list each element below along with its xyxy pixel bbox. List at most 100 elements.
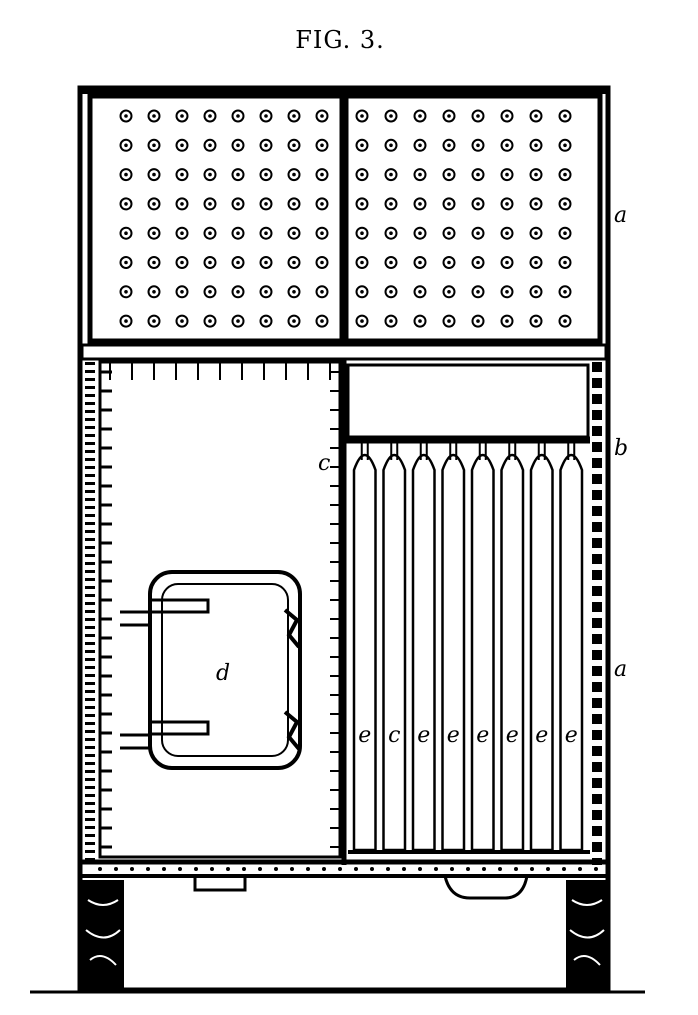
perforation-center xyxy=(124,114,128,118)
perforation-center xyxy=(152,231,156,235)
perforation-center xyxy=(208,290,212,294)
perforation-center xyxy=(563,290,567,294)
perforation-center xyxy=(124,202,128,206)
perforation-hole xyxy=(413,138,427,152)
perforation-center xyxy=(208,114,212,118)
perforation-center xyxy=(447,231,451,235)
perforation-hole xyxy=(315,314,329,328)
tube-label: e xyxy=(565,723,578,748)
perforation-hole xyxy=(529,285,543,299)
perforation-center xyxy=(208,319,212,323)
perforation-hole xyxy=(442,109,456,123)
perforation-center xyxy=(236,290,240,294)
perforation-center xyxy=(152,202,156,206)
perforation-center xyxy=(389,143,393,148)
perforation-hole xyxy=(147,285,161,299)
perforation-center xyxy=(208,143,212,148)
perforation-hole xyxy=(231,314,245,328)
perforation-hole xyxy=(500,168,514,182)
perforation-hole xyxy=(147,256,161,269)
perforation-hole xyxy=(287,314,301,328)
perforation-center xyxy=(476,202,480,206)
perforation-hole xyxy=(315,285,329,299)
perforation-center xyxy=(264,260,268,265)
perforation-hole xyxy=(355,138,369,152)
perforation-hole xyxy=(287,138,301,152)
tube xyxy=(559,453,584,852)
perforation-hole xyxy=(384,226,398,240)
perforation-hole xyxy=(355,226,369,240)
rivet xyxy=(258,867,262,871)
perforation-hole xyxy=(287,226,301,240)
perforation-hole xyxy=(259,226,273,240)
perforation-center xyxy=(563,319,567,323)
perforation-hole xyxy=(471,109,485,123)
perforation-center xyxy=(418,231,422,235)
perforation-center xyxy=(152,260,156,265)
rivet xyxy=(194,867,198,871)
label-b: b xyxy=(614,436,628,461)
perforation-hole xyxy=(471,168,485,182)
perforation-center xyxy=(389,172,393,177)
rivet xyxy=(514,867,518,871)
perforation-center xyxy=(152,114,156,118)
tube-neck xyxy=(390,442,399,460)
perforation-hole xyxy=(529,138,543,152)
perforation-hole xyxy=(384,109,398,123)
perforation-center xyxy=(208,202,212,206)
perforation-hole xyxy=(203,138,217,152)
perforation-center xyxy=(208,260,212,265)
perforation-center xyxy=(476,231,480,235)
perforation-hole xyxy=(442,256,456,269)
perforation-center xyxy=(236,319,240,323)
perforation-hole xyxy=(231,138,245,152)
perforation-center xyxy=(152,172,156,177)
perforation-center xyxy=(534,231,538,235)
perforation-hole xyxy=(147,168,161,182)
rivet xyxy=(178,867,182,871)
perforation-hole xyxy=(231,285,245,299)
perforation-center xyxy=(360,231,364,235)
perforation-center xyxy=(292,319,296,323)
perforation-center xyxy=(447,260,451,265)
perforation-center xyxy=(505,202,509,206)
perforation-hole xyxy=(287,197,301,211)
perforation-center xyxy=(360,143,364,148)
tube xyxy=(500,453,525,852)
perforation-center xyxy=(292,172,296,177)
door-hinge-top xyxy=(120,598,210,627)
rivet xyxy=(290,867,294,871)
perforation-center xyxy=(505,260,509,265)
perforation-center xyxy=(447,319,451,323)
perforation-hole xyxy=(119,109,133,123)
rivet xyxy=(386,867,390,871)
perforation-center xyxy=(418,114,422,118)
rivet-rows xyxy=(98,362,598,871)
perforation-hole xyxy=(355,168,369,182)
rivet xyxy=(450,867,454,871)
perforation-grid xyxy=(119,109,572,328)
tube xyxy=(411,453,436,852)
perforation-hole xyxy=(147,226,161,240)
perforation-center xyxy=(264,202,268,206)
perforation-center xyxy=(320,114,324,118)
perforation-hole xyxy=(119,256,133,269)
perforation-hole xyxy=(119,226,133,240)
figure-title: FIG. 3. xyxy=(295,26,385,54)
rivet xyxy=(274,867,278,871)
perforation-center xyxy=(389,260,393,265)
tube-label: e xyxy=(506,723,519,748)
perforation-center xyxy=(320,202,324,206)
perforation-hole xyxy=(231,226,245,240)
perforation-center xyxy=(418,290,422,294)
tube-bank xyxy=(348,442,590,854)
perforation-center xyxy=(563,172,567,177)
rivet xyxy=(146,867,150,871)
perforation-hole xyxy=(413,226,427,240)
perforation-hole xyxy=(259,109,273,123)
perforation-hole xyxy=(500,197,514,211)
perforation-center xyxy=(236,260,240,265)
perforation-hole xyxy=(558,226,572,240)
perforation-hole xyxy=(175,226,189,240)
